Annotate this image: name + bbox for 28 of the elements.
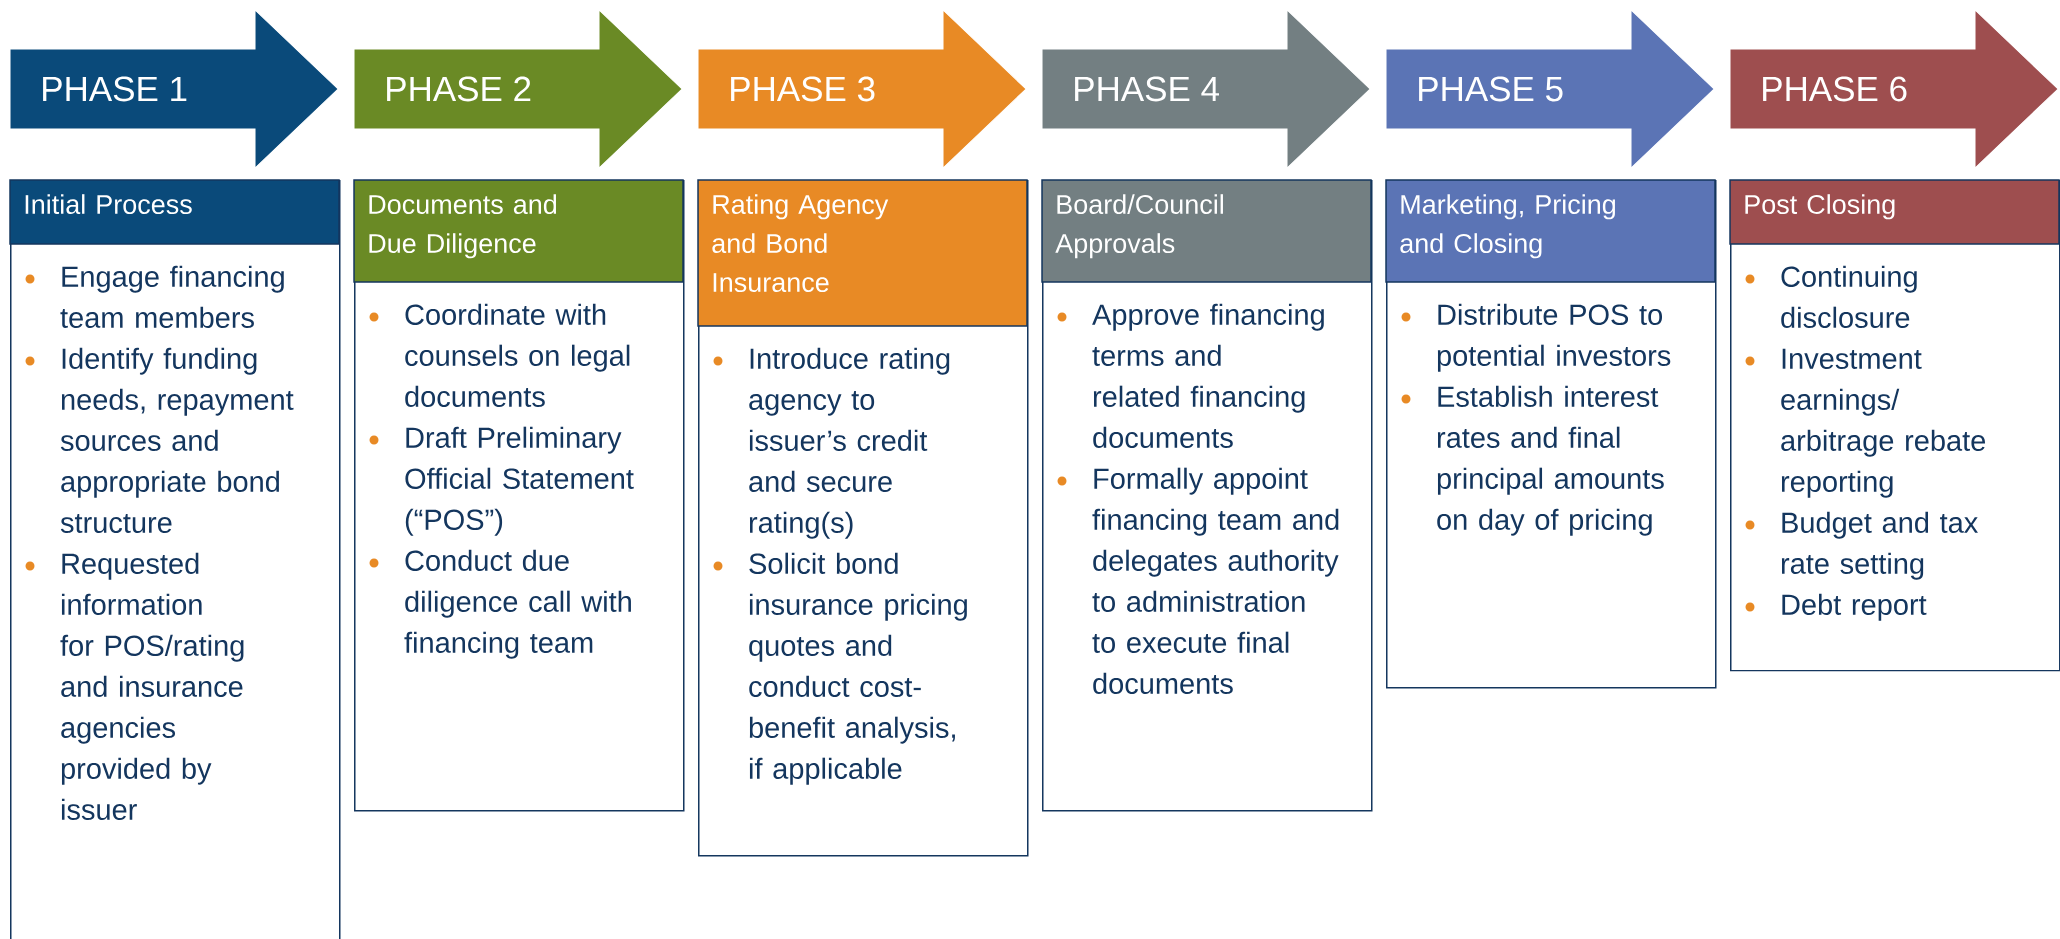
phase-banner: PHASE 4 <box>1041 9 1371 169</box>
bullet-item: Debt report <box>1782 593 1927 621</box>
bullet-item: Formally appoint financing team and delegates authority to administration to execute final documents <box>1092 467 1339 694</box>
bullet-item: Coordinate with counsels on legal documents <box>405 303 630 407</box>
bullet-item: Conduct due diligence call with financing team <box>404 549 631 659</box>
card-heading: Documents and Due Diligence <box>353 179 684 283</box>
bullet-item: Requested information for POS/rating and insurance agencies provided by issuer <box>60 552 244 820</box>
bullet-item: Distribute POS to potential investors <box>1437 303 1671 372</box>
phase-banner: PHASE 5 <box>1385 9 1715 169</box>
bullet-item: Investment earnings/ arbitrage rebate reporting <box>1781 348 1986 498</box>
bullet-item: Solicit bond insurance pricing quotes and conduct cost-benefit analysis, if applicable <box>749 552 967 785</box>
card-heading: Rating Agency and Bond Insurance <box>697 179 1028 327</box>
card-heading: Post Closing <box>1729 179 2060 245</box>
bullet-item: Draft Preliminary Official Statement (“POS”) <box>405 426 634 536</box>
phase-banner: PHASE 1 <box>9 9 339 169</box>
phase-banner: PHASE 2 <box>353 9 683 169</box>
bullet-item: Engage financing team members <box>60 265 284 328</box>
bullet-item: Continuing disclosure <box>1781 265 1917 328</box>
card-heading: Initial Process <box>9 179 340 245</box>
phase-banner: PHASE 3 <box>697 9 1027 169</box>
bullet-item: Establish interest rates and final principal amounts on day of pricing <box>1437 385 1664 536</box>
bullet-item: Budget and tax rate setting <box>1781 511 1978 580</box>
bullet-item: Identify funding needs, repayment sources and appropriate bond structure <box>60 347 294 533</box>
bullet-item: Approve financing terms and related financing documents <box>1092 303 1324 448</box>
card-heading: Marketing, Pricing and Closing <box>1385 179 1716 283</box>
card-heading: Board/Council Approvals <box>1041 179 1372 283</box>
bullet-item: Introduce rating agency to issuer’s credit and secure rating(s) <box>749 347 950 539</box>
phase-banner: PHASE 6 <box>1729 9 2059 169</box>
